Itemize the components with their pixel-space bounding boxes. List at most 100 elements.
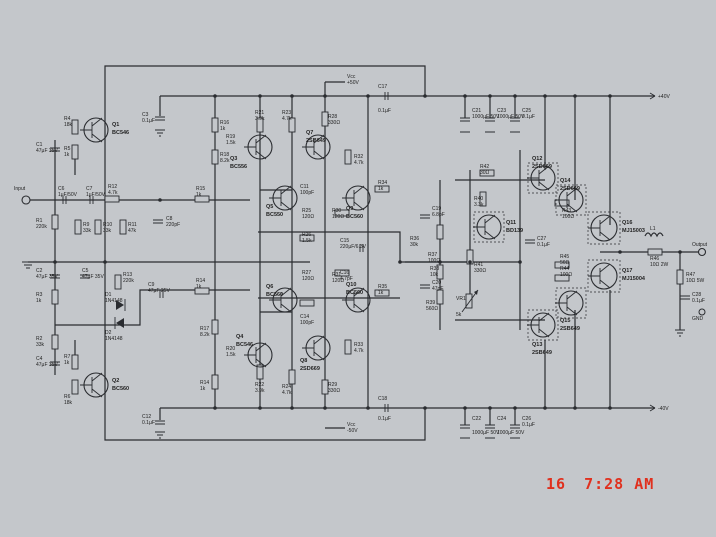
svg-text:Q14: Q14 — [560, 178, 571, 184]
gnd-label: GND — [692, 316, 704, 322]
svg-text:220µF/6.3V: 220µF/6.3V — [340, 244, 367, 250]
svg-text:100pF: 100pF — [300, 320, 314, 326]
transistor-q16 — [587, 211, 621, 245]
svg-text:Q1: Q1 — [112, 122, 119, 128]
svg-text:8.2k: 8.2k — [220, 158, 230, 164]
svg-text:C21: C21 — [472, 108, 481, 114]
svg-text:R28: R28 — [328, 114, 337, 120]
svg-text:10k: 10k — [430, 272, 439, 278]
svg-text:0.1µF: 0.1µF — [378, 108, 391, 114]
svg-text:Q13: Q13 — [532, 342, 542, 348]
svg-text:MJ15003: MJ15003 — [622, 228, 645, 234]
svg-text:BC560: BC560 — [266, 292, 283, 298]
svg-text:8.2k: 8.2k — [200, 332, 210, 338]
transistor-q15 — [555, 287, 587, 319]
svg-text:R36: R36 — [410, 236, 419, 242]
svg-text:1µF/50V: 1µF/50V — [86, 192, 106, 198]
svg-text:10Ω 5W: 10Ω 5W — [686, 278, 704, 284]
svg-text:1k: 1k — [220, 126, 226, 132]
svg-text:47µF 35V: 47µF 35V — [36, 362, 58, 368]
svg-text:1N4148: 1N4148 — [105, 298, 123, 304]
svg-text:120Ω: 120Ω — [302, 276, 314, 282]
transistor-q6 — [269, 287, 298, 313]
transistor-q8 — [302, 335, 331, 361]
capacitor-symbols — [50, 92, 690, 429]
input-jack-icon[interactable] — [21, 195, 31, 205]
svg-text:220pF: 220pF — [166, 222, 180, 228]
svg-text:18k: 18k — [64, 122, 73, 128]
svg-text:3.9k: 3.9k — [255, 116, 265, 122]
transistor-q10 — [342, 287, 371, 313]
svg-text:C6: C6 — [58, 186, 65, 192]
connectors — [21, 92, 707, 439]
svg-text:10Ω 2W: 10Ω 2W — [650, 262, 668, 268]
svg-text:1000µF 50V: 1000µF 50V — [472, 114, 500, 120]
svg-text:R19: R19 — [226, 134, 235, 140]
svg-text:R6: R6 — [64, 394, 71, 400]
svg-text:Q6: Q6 — [266, 284, 273, 290]
svg-text:R45: R45 — [560, 254, 569, 260]
svg-text:1k: 1k — [196, 284, 202, 290]
timestamp-time: 7:28 AM — [584, 475, 655, 493]
svg-text:1000µF 50V: 1000µF 50V — [497, 114, 525, 120]
svg-text:R10: R10 — [103, 222, 112, 228]
svg-text:100Ω: 100Ω — [560, 272, 572, 278]
svg-text:D1: D1 — [105, 292, 112, 298]
svg-text:BC556: BC556 — [230, 164, 247, 170]
svg-text:Q10: Q10 — [346, 282, 356, 288]
svg-text:1k: 1k — [378, 290, 384, 296]
svg-text:Q8: Q8 — [300, 358, 307, 364]
svg-text:120Ω: 120Ω — [302, 214, 314, 220]
svg-text:C22: C22 — [472, 416, 481, 422]
svg-text:47µF 25V: 47µF 25V — [148, 288, 170, 294]
svg-text:220k: 220k — [123, 278, 134, 284]
svg-text:C15: C15 — [340, 238, 349, 244]
svg-text:Q12: Q12 — [532, 156, 542, 162]
svg-text:Q4: Q4 — [236, 334, 244, 340]
svg-text:0.1µF: 0.1µF — [142, 420, 155, 426]
svg-text:R27: R27 — [302, 270, 311, 276]
transistor-symbols — [80, 117, 621, 398]
svg-text:6.8pF: 6.8pF — [432, 212, 445, 218]
svg-text:BC560: BC560 — [346, 290, 363, 296]
svg-text:47k: 47k — [128, 228, 137, 234]
svg-text:1.5k: 1.5k — [302, 238, 312, 244]
resistor-symbols — [51, 111, 684, 395]
svg-text:R17: R17 — [200, 326, 209, 332]
svg-text:R22: R22 — [255, 382, 264, 388]
svg-text:3.9k: 3.9k — [255, 388, 265, 394]
output-jack-icon[interactable] — [697, 247, 707, 257]
svg-text:0.1µF: 0.1µF — [692, 298, 705, 304]
svg-text:C24: C24 — [497, 416, 506, 422]
svg-text:0.1µF: 0.1µF — [537, 242, 550, 248]
svg-text:C19: C19 — [432, 206, 441, 212]
svg-text:VR1: VR1 — [456, 296, 466, 302]
svg-text:BC560: BC560 — [346, 214, 363, 220]
svg-text:4.7k: 4.7k — [108, 190, 118, 196]
transistor-q1 — [80, 117, 109, 143]
svg-text:R24: R24 — [282, 384, 291, 390]
svg-text:R43: R43 — [562, 208, 571, 214]
svg-text:120Ω: 120Ω — [332, 214, 344, 220]
svg-text:C9: C9 — [148, 282, 155, 288]
svg-text:C11: C11 — [300, 184, 309, 190]
svg-text:R9: R9 — [83, 222, 90, 228]
svg-text:Q17: Q17 — [622, 268, 632, 274]
svg-text:R37: R37 — [428, 252, 437, 258]
svg-text:Q16: Q16 — [622, 220, 632, 226]
svg-text:0.1µF: 0.1µF — [522, 422, 535, 428]
transistor-q7 — [302, 134, 331, 160]
svg-text:C18: C18 — [378, 396, 387, 402]
transistor-q5 — [269, 185, 298, 211]
svg-text:BC550: BC550 — [266, 212, 283, 218]
svg-text:1.5k: 1.5k — [226, 140, 236, 146]
svg-text:R20: R20 — [226, 346, 235, 352]
svg-text:C25: C25 — [522, 108, 531, 114]
svg-text:2SB649: 2SB649 — [560, 326, 580, 332]
svg-text:2SD669: 2SD669 — [300, 366, 320, 372]
svg-text:1k: 1k — [64, 152, 70, 158]
svg-text:1k: 1k — [64, 360, 70, 366]
svg-text:Q5: Q5 — [266, 204, 273, 210]
vee-label: Vcc — [347, 422, 356, 428]
